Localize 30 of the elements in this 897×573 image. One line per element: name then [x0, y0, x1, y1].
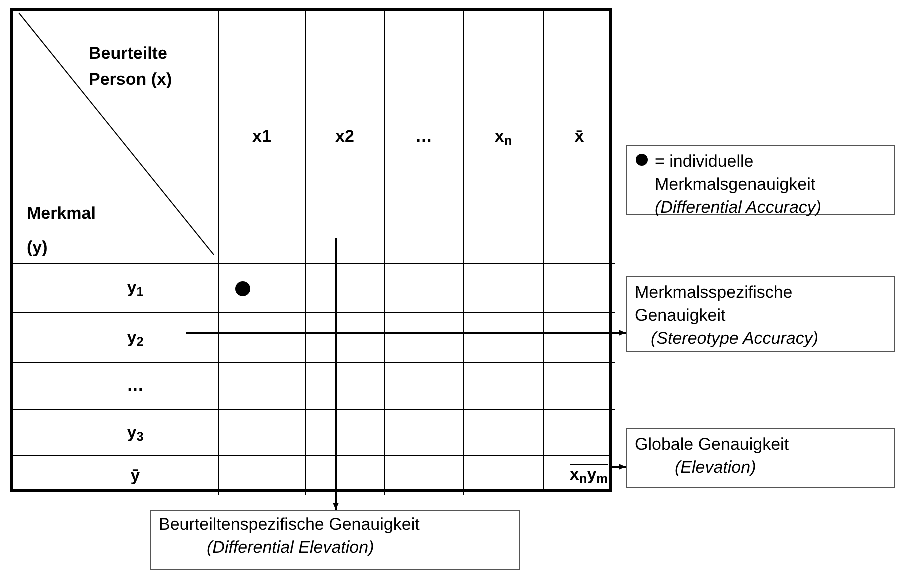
column-header: x$_{n}$ [494, 126, 512, 150]
callout-text: Merkmalsspezifische Genauigkeit [635, 283, 793, 325]
english-term: (Elevation) [675, 458, 756, 477]
arrow [333, 238, 339, 510]
english-term: (Differential Elevation) [207, 538, 374, 557]
arrow [612, 464, 626, 470]
table [10, 8, 612, 492]
column-header: x̄ [574, 126, 584, 148]
column-header: … [416, 126, 432, 148]
row-header: y$_{1}$ [126, 277, 144, 301]
callout-text: Globale Genauigkeit [635, 435, 790, 454]
row-header: … [126, 375, 144, 398]
callout-box [626, 428, 895, 488]
row-header: ȳ [130, 464, 140, 487]
column-axis-label: Beurteilte Person (x) [89, 43, 174, 91]
arrow [186, 330, 626, 336]
table-cell [543, 455, 612, 492]
callout-box [150, 510, 520, 570]
cell-value: x$_{n}$y$_{m}$ [570, 464, 608, 484]
callout-box [626, 145, 895, 215]
callout-text: Beurteiltenspezifische Genauigkeit [159, 515, 420, 534]
column-header: x2 [336, 126, 354, 148]
english-term: (Stereotype Accuracy) [651, 329, 819, 348]
row-header: y$_{3}$ [126, 422, 144, 446]
column-header: x1 [252, 126, 272, 148]
english-term: (Differential Accuracy) [655, 198, 822, 217]
row-header: y$_{2}$ [126, 326, 144, 350]
callout-box [626, 276, 895, 352]
row-axis-label: Merkmal (y) [27, 203, 97, 259]
callout-text: = individuelle Merkmalsgenauigkeit [655, 152, 816, 194]
